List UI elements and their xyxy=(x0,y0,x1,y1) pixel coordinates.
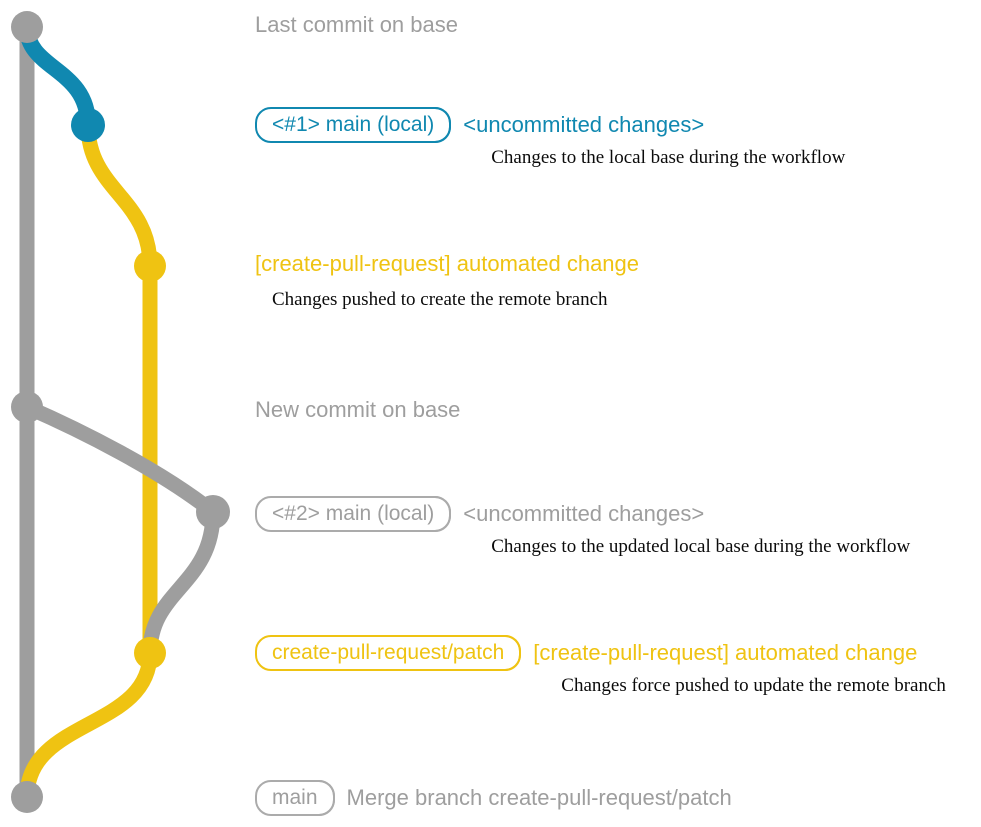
entry-headline: <uncommitted changes> xyxy=(463,112,705,137)
edge-local1-to-patch1 xyxy=(80,117,158,274)
branch-tag-main-local-2[interactable]: <#2> main (local) xyxy=(255,496,452,532)
entry-new-commit-on-base: New commit on base xyxy=(255,399,460,421)
entry-last-commit-on-base: Last commit on base xyxy=(255,14,458,36)
commit-node-base-merge xyxy=(11,781,43,813)
entry-automated-change-create: [create-pull-request] automated change C… xyxy=(255,251,640,310)
branch-tag-main-local-1[interactable]: <#1> main (local) xyxy=(255,107,452,143)
entry-headline: [create-pull-request] automated change xyxy=(533,640,918,665)
entry-headline: New commit on base xyxy=(255,397,461,422)
commit-node-local-2 xyxy=(196,495,230,529)
commit-node-patch-2 xyxy=(134,637,166,669)
entry-subtext: Changes to the updated local base during… xyxy=(491,536,911,557)
branch-tag-create-pull-request-patch[interactable]: create-pull-request/patch xyxy=(255,635,522,671)
edge-basenew-to-local2 xyxy=(19,399,221,520)
entry-headline: <uncommitted changes> xyxy=(463,501,705,526)
entry-automated-change-update: create-pull-request/patch [create-pull-r… xyxy=(255,635,946,695)
entry-subtext: Changes force pushed to update the remot… xyxy=(561,675,946,696)
entry-subtext: Changes pushed to create the remote bran… xyxy=(272,289,608,310)
entry-headline: Merge branch create-pull-request/patch xyxy=(346,785,732,810)
entry-headline: [create-pull-request] automated change xyxy=(255,251,640,276)
entry-merge-commit: main Merge branch create-pull-request/pa… xyxy=(255,780,732,816)
commit-node-patch-1 xyxy=(134,250,166,282)
commit-node-base-last xyxy=(11,11,43,43)
edge-patch2-to-merge xyxy=(19,645,158,805)
commit-node-local-1 xyxy=(71,108,105,142)
edge-base-to-local1 xyxy=(19,19,96,133)
branch-tag-main[interactable]: main xyxy=(255,780,335,816)
entry-subtext: Changes to the local base during the wor… xyxy=(491,147,846,168)
entry-local-uncommitted-2: <#2> main (local) <uncommitted changes> … xyxy=(255,496,910,556)
edge-local2-to-patch2 xyxy=(142,504,221,661)
entry-local-uncommitted-1: <#1> main (local) <uncommitted changes> … xyxy=(255,107,845,167)
entry-headline: Last commit on base xyxy=(255,12,458,37)
commit-node-base-new xyxy=(11,391,43,423)
